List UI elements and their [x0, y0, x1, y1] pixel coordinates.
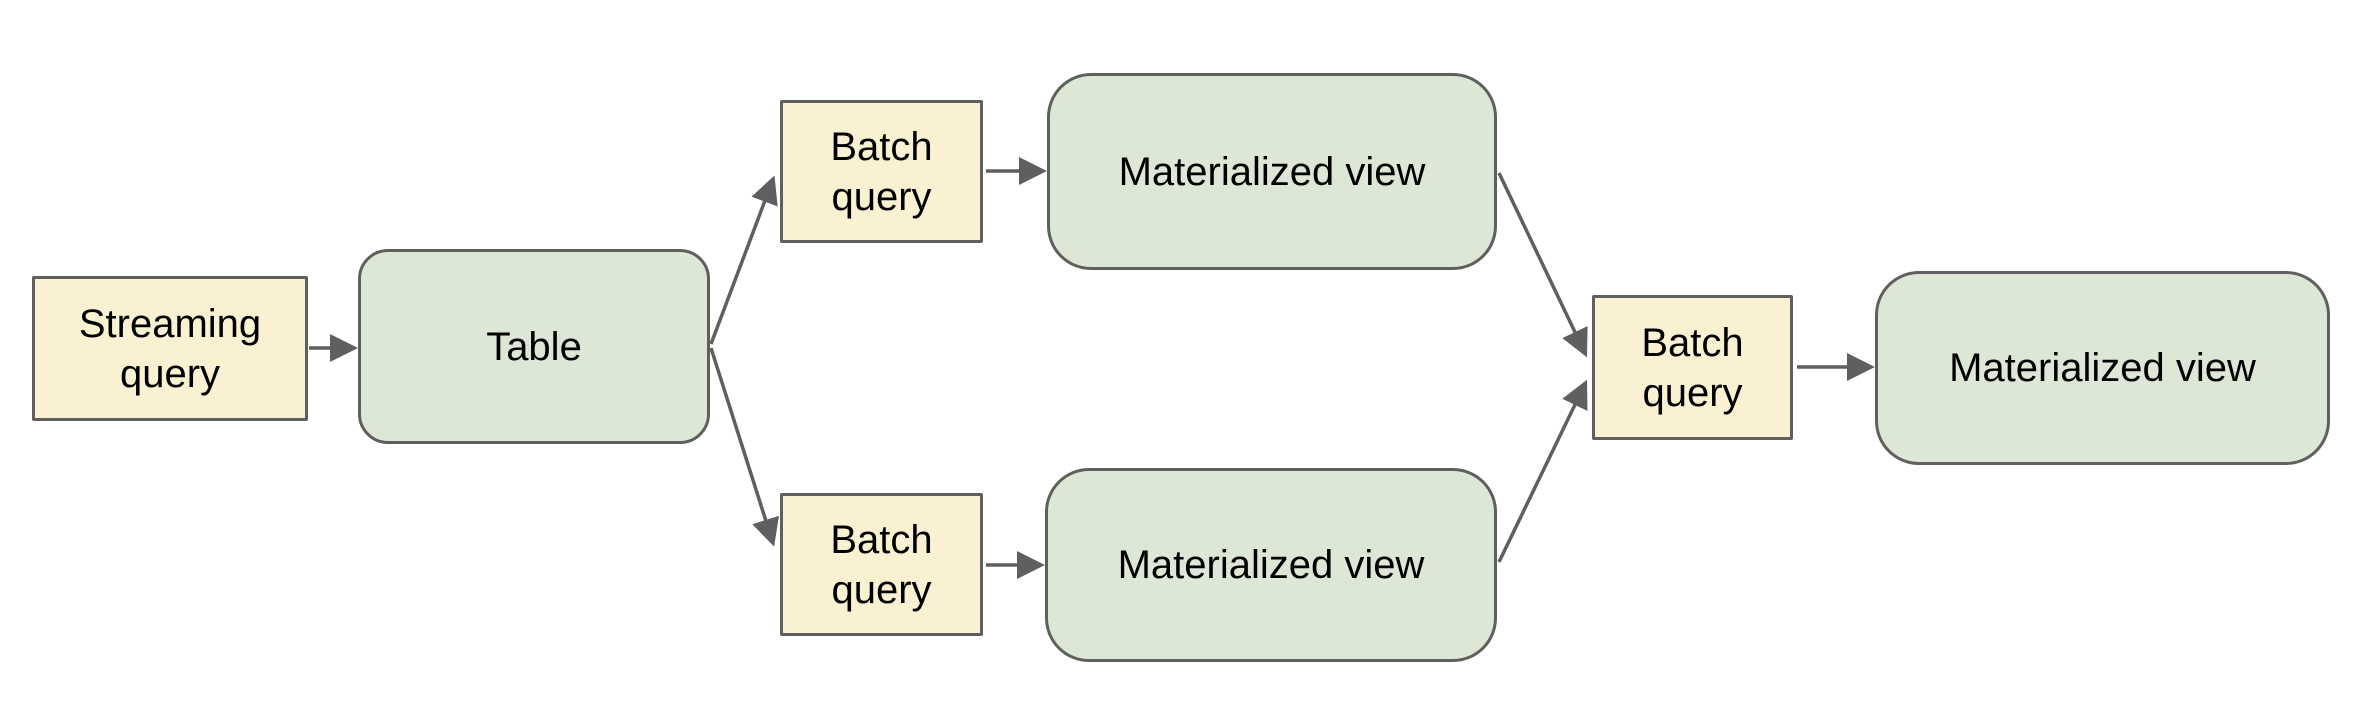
streaming-query-label: Streaming query [78, 301, 262, 396]
materialized-view-top-label: Materialized view [1118, 149, 1426, 194]
batch-query-top-label: Batch query [830, 124, 933, 219]
edge-materialized-view-top-to-batch-query-right [1497, 172, 1588, 358]
batch-query-top-node: Batch query [780, 100, 983, 243]
materialized-view-bottom-label: Materialized view [1117, 543, 1425, 587]
table-label: Table [486, 324, 582, 369]
batch-query-right-label: Batch query [1641, 320, 1744, 415]
edge-materialized-view-bottom-to-batch-query-right [1497, 379, 1588, 563]
streaming-query-node: Streaming query [32, 276, 308, 421]
materialized-view-right-node: Materialized view [1875, 271, 2330, 465]
table-node: Table [358, 249, 710, 444]
materialized-view-top-node: Materialized view [1047, 73, 1497, 270]
batch-query-bottom-node: Batch query [780, 493, 983, 636]
materialized-view-right-label: Materialized view [1949, 346, 2256, 390]
batch-query-right-node: Batch query [1592, 295, 1793, 440]
edge-table-to-batch-query-bottom [709, 347, 779, 547]
edge-table-to-batch-query-top [709, 175, 778, 345]
batch-query-bottom-label: Batch query [830, 517, 933, 612]
materialized-view-bottom-node: Materialized view [1045, 468, 1497, 662]
